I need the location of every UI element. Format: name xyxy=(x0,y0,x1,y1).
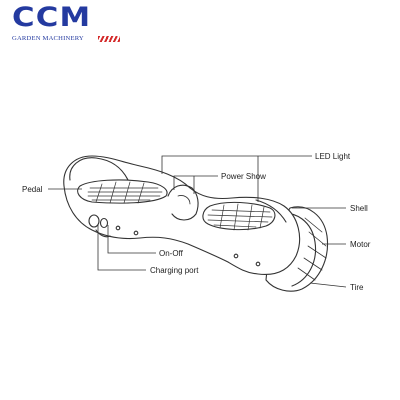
center-hinge xyxy=(167,184,199,221)
brand-logo: CCM GARDEN MACHINERY xyxy=(12,4,120,44)
label-power-show: Power Show xyxy=(221,172,266,181)
label-pedal: Pedal xyxy=(22,185,43,194)
label-shell: Shell xyxy=(350,204,368,213)
logo-stripes xyxy=(98,36,120,42)
label-tire: Tire xyxy=(350,283,364,292)
logo-wordmark: CCM xyxy=(12,2,92,33)
left-fender xyxy=(69,157,129,181)
leader-lines xyxy=(48,155,347,288)
right-pedal xyxy=(202,201,276,231)
label-on-off: On-Off xyxy=(159,249,184,258)
label-led-light: LED Light xyxy=(315,152,351,161)
left-pedal xyxy=(77,179,168,204)
label-charging-port: Charging port xyxy=(150,266,199,275)
power-buttons xyxy=(88,214,139,236)
logo-tagline: GARDEN MACHINERY xyxy=(12,35,84,42)
left-tire xyxy=(95,229,111,238)
label-motor: Motor xyxy=(350,240,371,249)
